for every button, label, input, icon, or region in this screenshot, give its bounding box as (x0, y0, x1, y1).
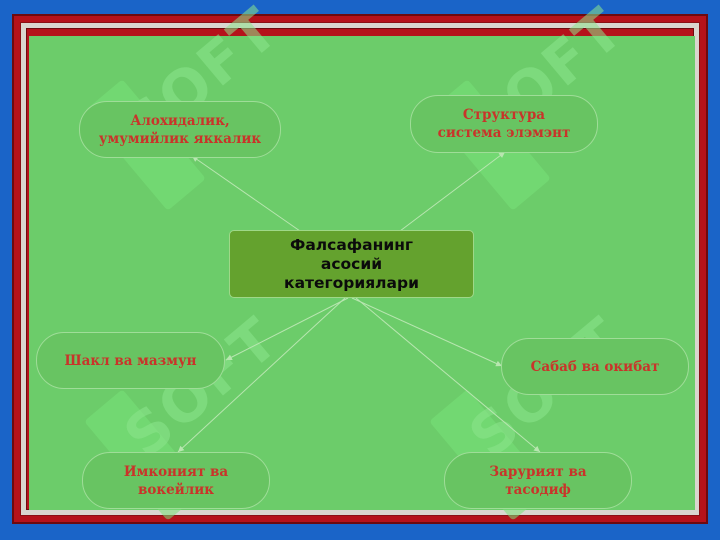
node-zaruriyat: Зарурият ва тасодиф (444, 452, 632, 509)
connector-n2 (399, 151, 506, 232)
connector-n3 (225, 297, 349, 361)
connector-n5 (177, 297, 346, 453)
connector-n1 (191, 155, 301, 232)
node-sabab: Сабаб ва окибат (501, 338, 689, 395)
node-struktura: Структура система элэмэнт (410, 95, 598, 153)
connector-n4 (351, 297, 503, 367)
node-imkoniyat: Имконият ва вокейлик (82, 452, 270, 509)
node-alohidalik: Алохидалик, умумийлик яккалик (79, 101, 281, 158)
node-shakl: Шакл ва мазмун (36, 332, 225, 389)
connector-n6 (355, 297, 541, 453)
central-concept: Фалсафанинг асосий категориялари (229, 230, 474, 298)
